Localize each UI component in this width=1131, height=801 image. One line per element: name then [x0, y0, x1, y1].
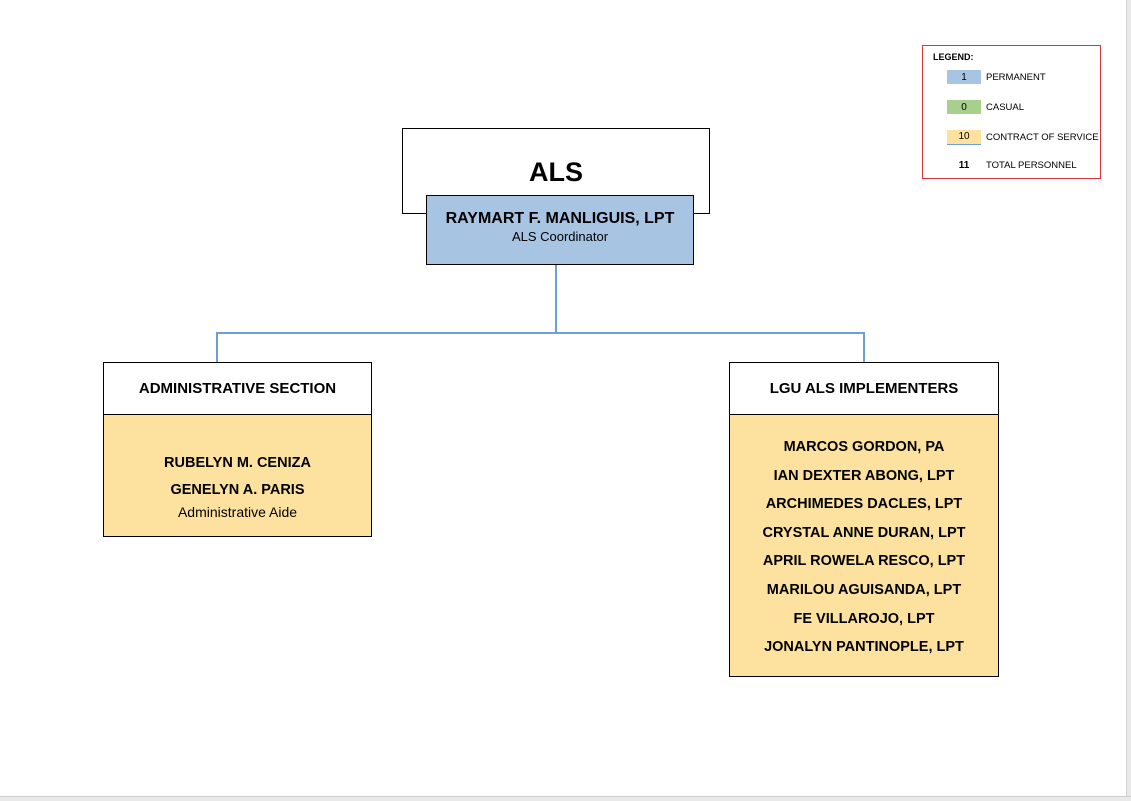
lgu-section-header: LGU ALS IMPLEMENTERS: [729, 362, 999, 415]
lgu-member-6: MARILOU AGUISANDA, LPT: [766, 581, 962, 598]
legend-title: LEGEND:: [933, 52, 974, 62]
legend-row-permanent: 1 PERMANENT: [947, 70, 1046, 84]
legend-count-total: 11: [958, 159, 970, 171]
connector-horizontal: [216, 332, 865, 334]
page-edge-bottom: [0, 796, 1131, 801]
legend-count-contract: 10: [947, 129, 981, 145]
connector-right: [863, 332, 865, 362]
admin-section-body: RUBELYN M. CENIZA GENELYN A. PARIS Admin…: [103, 415, 372, 537]
legend-count-casual: 0: [947, 100, 981, 114]
lgu-member-8: JONALYN PANTINOPLE, LPT: [764, 639, 964, 656]
legend-row-casual: 0 CASUAL: [947, 100, 1024, 114]
connector-left: [216, 332, 218, 362]
lgu-member-1: MARCOS GORDON, PA: [783, 439, 945, 455]
connector-trunk: [555, 265, 557, 333]
office-title: ALS: [529, 157, 583, 187]
lgu-member-5: APRIL ROWELA RESCO, LPT: [762, 553, 966, 570]
lgu-member-2: IAN DEXTER ABONG, LPT: [773, 467, 955, 484]
lgu-member-7: FE VILLAROJO, LPT: [793, 610, 935, 627]
coordinator-name: RAYMART F. MANLIGUIS, LPT: [445, 210, 675, 227]
lgu-member-3: ARCHIMEDES DACLES, LPT: [765, 496, 963, 513]
legend-label-total: TOTAL PERSONNEL: [986, 159, 1077, 171]
admin-position: Administrative Aide: [177, 504, 298, 520]
legend-count-permanent: 1: [947, 70, 981, 84]
legend-row-contract: 10 CONTRACT OF SERVICE: [947, 129, 1099, 145]
legend-label-contract: CONTRACT OF SERVICE: [986, 131, 1099, 143]
legend-label-permanent: PERMANENT: [986, 71, 1046, 83]
lgu-section-body: MARCOS GORDON, PA IAN DEXTER ABONG, LPT …: [729, 415, 999, 677]
admin-member-2: GENELYN A. PARIS: [170, 482, 305, 498]
coordinator-box: RAYMART F. MANLIGUIS, LPT ALS Coordinato…: [426, 195, 694, 265]
page-edge-right: [1126, 0, 1131, 800]
legend-label-casual: CASUAL: [986, 101, 1025, 113]
lgu-member-4: CRYSTAL ANNE DURAN, LPT: [762, 524, 966, 541]
coordinator-position: ALS Coordinator: [511, 229, 609, 244]
admin-member-1: RUBELYN M. CENIZA: [164, 455, 311, 471]
legend: LEGEND: 1 PERMANENT 0 CASUAL 10 CONTRACT…: [922, 45, 1101, 179]
legend-row-total: 11 TOTAL PERSONNEL: [947, 158, 1077, 172]
admin-section-header: ADMINISTRATIVE SECTION: [103, 362, 372, 415]
